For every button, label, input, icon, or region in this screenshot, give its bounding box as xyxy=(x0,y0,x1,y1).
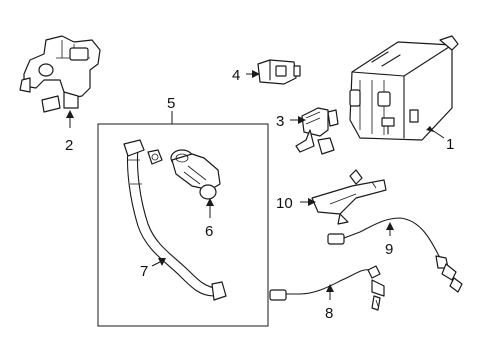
part-8-oxygen-sensor xyxy=(269,265,385,311)
part-7-hose xyxy=(123,139,227,301)
callout-1: 1 xyxy=(446,136,454,153)
callout-labels: 1 2 3 4 5 6 7 8 9 10 xyxy=(65,67,454,322)
callout-6: 6 xyxy=(205,223,213,240)
part-5-group-box xyxy=(97,111,269,327)
callout-9: 9 xyxy=(385,241,393,258)
part-4-sensor xyxy=(257,59,301,85)
part-6-check-valve xyxy=(147,149,221,200)
callout-7: 7 xyxy=(140,263,148,280)
callout-2: 2 xyxy=(65,137,73,154)
part-10-bracket xyxy=(311,169,387,225)
callout-8: 8 xyxy=(325,305,333,322)
part-3-vent-valve xyxy=(295,107,339,155)
leader-lines xyxy=(66,70,445,300)
part-9-oxygen-sensor xyxy=(327,217,463,293)
callout-4: 4 xyxy=(232,67,240,84)
callout-10: 10 xyxy=(276,195,293,212)
part-2-valve xyxy=(19,35,101,113)
part-1-canister xyxy=(349,35,459,141)
callout-5: 5 xyxy=(167,95,175,112)
callout-3: 3 xyxy=(276,113,284,130)
